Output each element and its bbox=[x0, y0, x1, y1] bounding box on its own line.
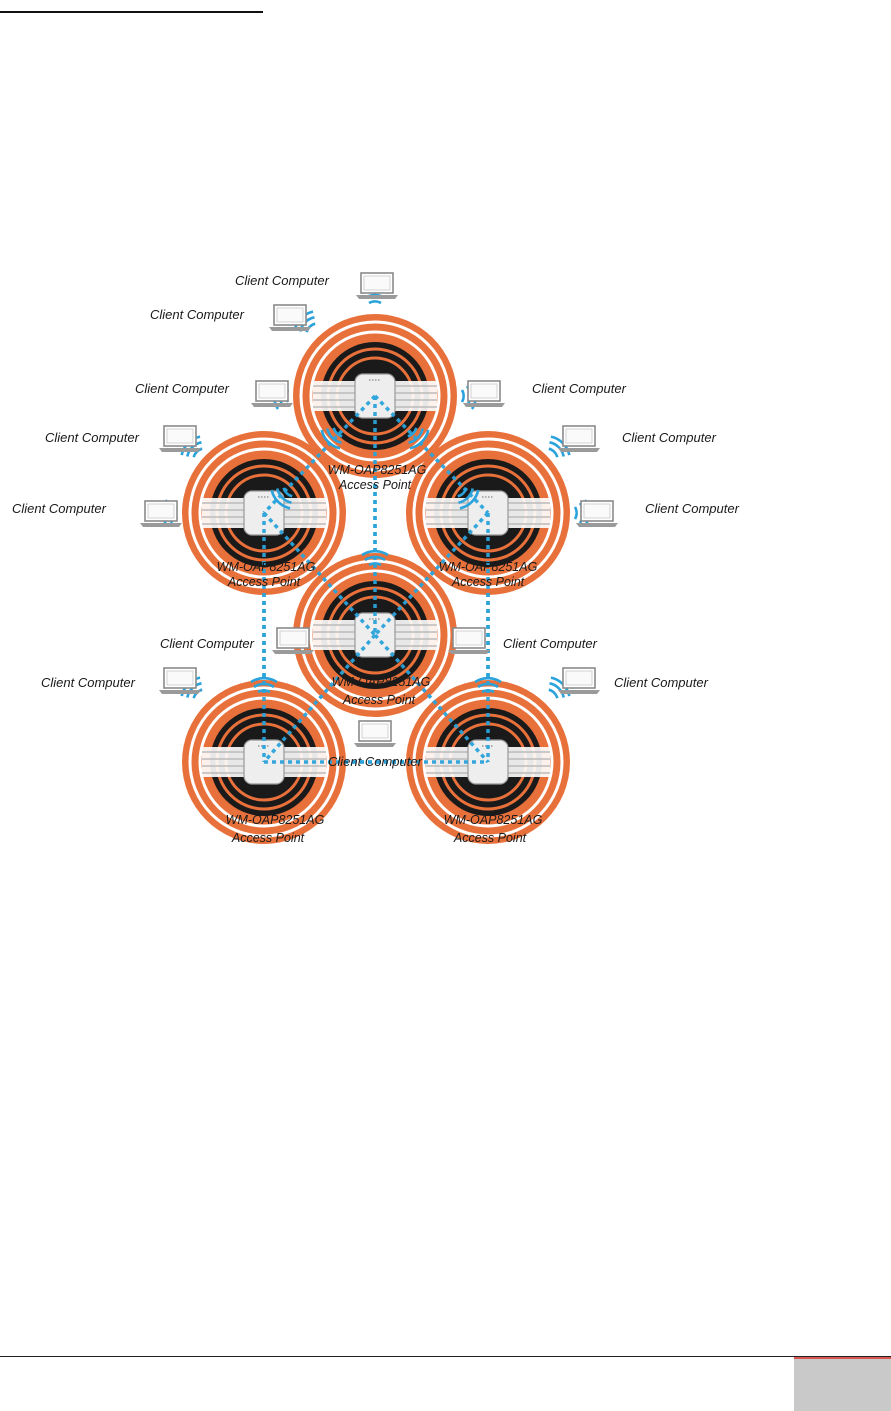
client-laptop bbox=[356, 273, 398, 299]
client-label: Client Computer bbox=[160, 636, 255, 651]
ap-type-label: Access Point bbox=[453, 831, 527, 845]
client-label: Client Computer bbox=[12, 501, 107, 516]
client-label: Client Computer bbox=[328, 754, 423, 769]
client-laptop bbox=[463, 381, 505, 407]
ap-model-label: WM-OAP8251AG bbox=[332, 675, 431, 689]
ap-type-label: Access Point bbox=[342, 693, 416, 707]
ap-type-label: Access Point bbox=[451, 575, 525, 589]
client-laptop bbox=[140, 501, 182, 527]
client-laptop bbox=[269, 305, 311, 331]
ap-type-label: Access Point bbox=[338, 478, 412, 492]
client-laptop bbox=[558, 668, 600, 694]
client-label: Client Computer bbox=[235, 273, 330, 288]
top-rule bbox=[0, 11, 263, 13]
ap-model-label: WM-OAP8251AG bbox=[217, 560, 316, 574]
client-label: Client Computer bbox=[41, 675, 136, 690]
client-label: Client Computer bbox=[45, 430, 140, 445]
ap-type-label: Access Point bbox=[227, 575, 301, 589]
ap-model-label: WM-OAP8251AG bbox=[444, 813, 543, 827]
mesh-network-diagram: Client Computer Client Computer Client C… bbox=[0, 255, 891, 855]
ap-model-label: WM-OAP8251AG bbox=[328, 463, 427, 477]
client-laptop bbox=[354, 721, 396, 747]
client-laptop bbox=[558, 426, 600, 452]
client-label: Client Computer bbox=[150, 307, 245, 322]
ap-model-label: WM-OAP8251AG bbox=[439, 560, 538, 574]
client-label: Client Computer bbox=[645, 501, 740, 516]
page-number-box bbox=[794, 1357, 891, 1411]
client-label: Client Computer bbox=[532, 381, 627, 396]
client-laptop bbox=[159, 668, 201, 694]
ap-model-label: WM-OAP8251AG bbox=[226, 813, 325, 827]
client-laptop bbox=[576, 501, 618, 527]
client-laptop bbox=[251, 381, 293, 407]
footer-rule bbox=[0, 1356, 891, 1357]
ap-type-label: Access Point bbox=[231, 831, 305, 845]
client-laptop bbox=[159, 426, 201, 452]
client-label: Client Computer bbox=[622, 430, 717, 445]
client-laptop bbox=[272, 628, 314, 654]
client-label: Client Computer bbox=[614, 675, 709, 690]
client-label: Client Computer bbox=[503, 636, 598, 651]
client-laptop bbox=[448, 628, 490, 654]
client-label: Client Computer bbox=[135, 381, 230, 396]
